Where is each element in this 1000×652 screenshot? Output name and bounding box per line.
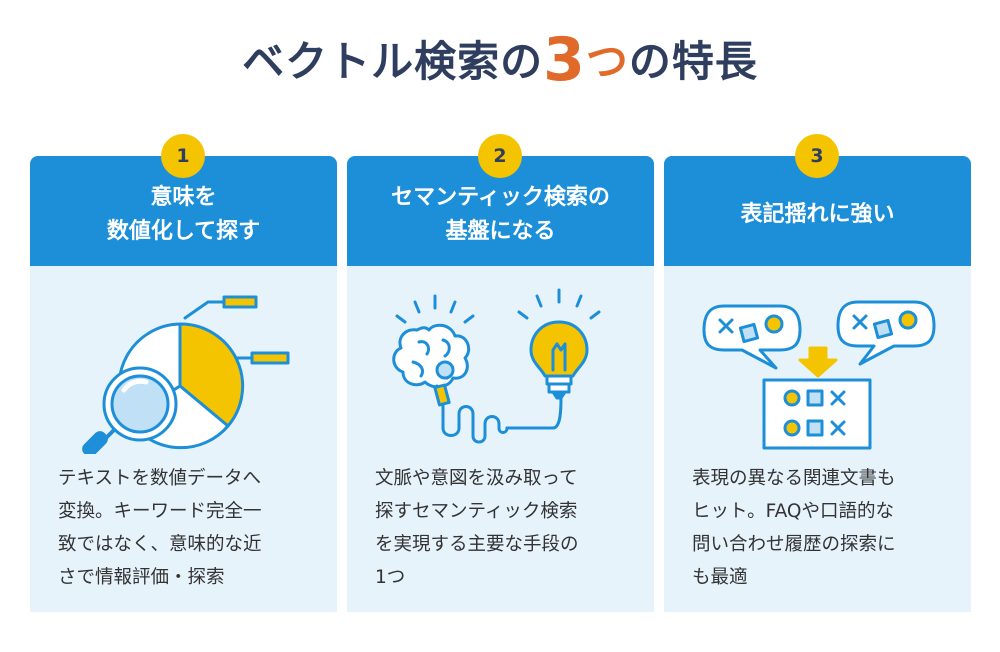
feature-card-2: 2 セマンティック検索の 基盤になる [347, 134, 654, 612]
number-badge: 3 [795, 134, 839, 178]
brain-lightbulb-icon [392, 288, 601, 444]
number-badge: 1 [161, 134, 205, 178]
card-description: テキストを数値データへ 変換。キーワード完全一 致ではなく、意味的な近 さで情報… [58, 468, 262, 588]
card-heading-text: 表記揺れに強い [740, 202, 895, 227]
title-prefix: ベクトル検索の [242, 37, 544, 86]
card-heading: セマンティック検索の 基盤になる [347, 156, 654, 266]
speech-bubbles-grid-icon [702, 300, 936, 450]
feature-card-3: 3 表記揺れに強い [664, 134, 971, 612]
card-description: 表現の異なる関連文書も ヒット。FAQや口語的な 問い合わせ履歴の探索に も最適 [692, 468, 896, 588]
card-heading-text: セマンティック検索の 基盤になる [391, 185, 610, 244]
page-title: ベクトル検索の3つの特長 [0, 28, 1000, 94]
card-description: 文脈や意図を汲み取って 探すセマンティック検索 を実現する主要な手段の 1つ [375, 468, 579, 588]
title-suffix: の特長 [628, 37, 758, 86]
magnifier-pie-chart-icon [82, 295, 290, 454]
card-body: 表現の異なる関連文書も ヒット。FAQや口語的な 問い合わせ履歴の探索に も最適 [664, 266, 971, 612]
card-body: テキストを数値データへ 変換。キーワード完全一 致ではなく、意味的な近 さで情報… [30, 266, 337, 612]
card-body: 文脈や意図を汲み取って 探すセマンティック検索 を実現する主要な手段の 1つ [347, 266, 654, 612]
title-number: 3 [543, 25, 586, 95]
title-accent: つ [585, 37, 629, 86]
number-badge: 2 [478, 134, 522, 178]
card-heading-text: 意味を 数値化して探す [106, 185, 261, 244]
feature-card-1: 1 意味を 数値化して探す テキストを数値データへ 変換。キーワ [30, 134, 337, 612]
